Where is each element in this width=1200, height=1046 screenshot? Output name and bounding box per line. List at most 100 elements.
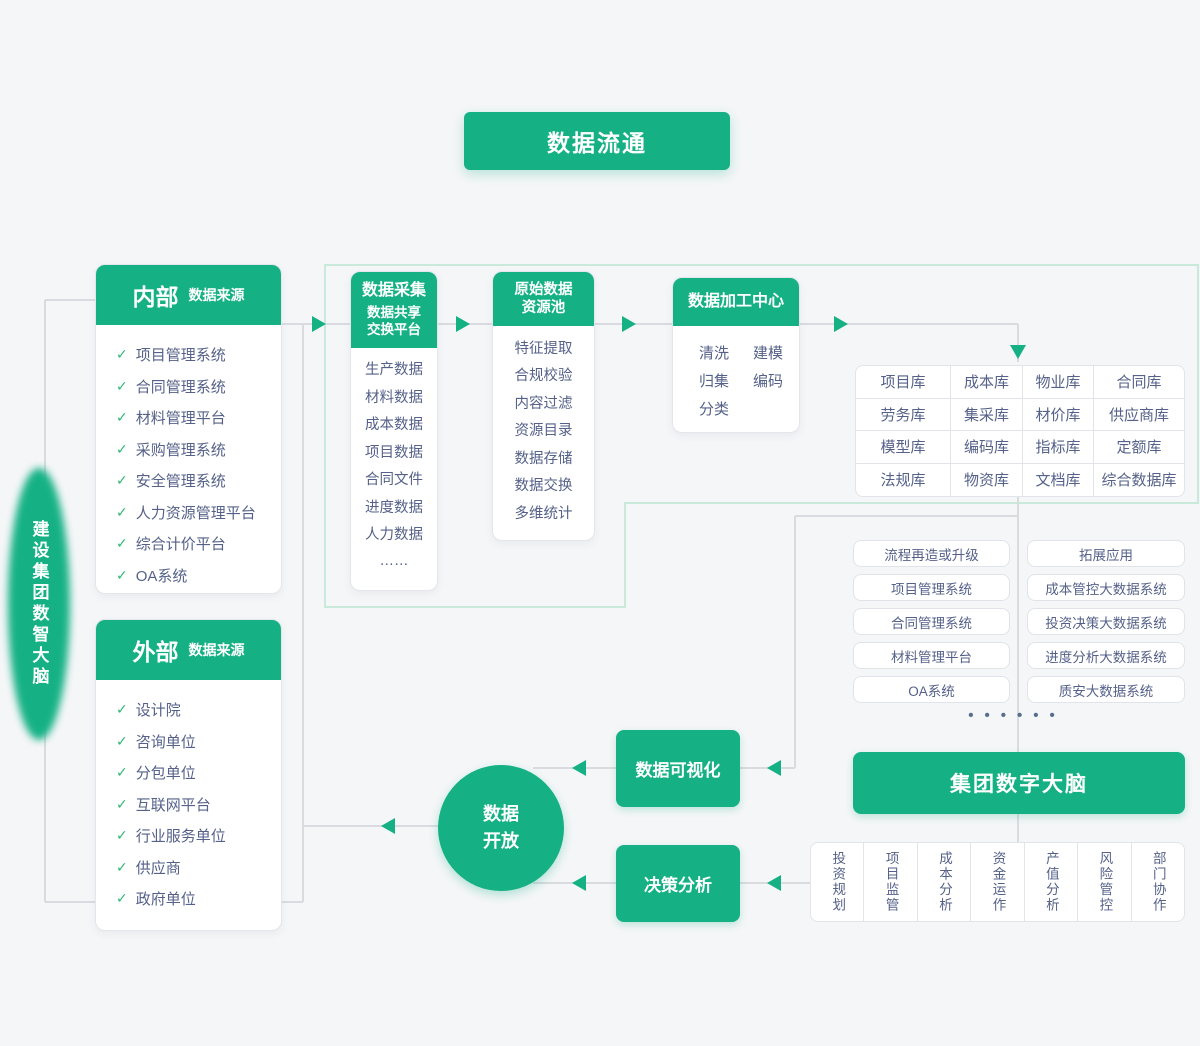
db-cell: 合同库 [1094,366,1184,399]
app-box: 成本管控大数据系统 [1027,574,1185,601]
check-icon: ✓ [116,440,128,457]
list-item: 清洗 [699,344,730,362]
item-label: 设计院 [135,702,181,720]
app-box: 投资决策大数据系统 [1027,608,1185,635]
item-label: 项目管理系统 [135,347,226,365]
item-label: 互联网平台 [135,796,211,814]
check-icon: ✓ [116,409,128,426]
list-item: ✓ 人力资源管理平台 [116,497,281,529]
list-item: 多维统计 [514,505,573,522]
collection-list: 生产数据 材料数据 成本数据 项目数据 合同文件 进度数据 人力数据 …… [351,348,437,579]
list-item: 人力数据 [365,527,423,543]
function-cell: 投资规划 [811,843,865,921]
pool-list: 特征提取 合规校验 内容过滤 资源目录 数据存储 数据交换 多维统计 [493,326,594,530]
db-cell: 物资库 [951,463,1023,496]
app-box: 材料管理平台 [853,642,1010,669]
database-grid: 项目库 成本库 物业库 合同库 劳务库 集采库 材价库 供应商库 模型库 编码库… [855,365,1185,497]
list-item: ✓政府单位 [116,883,281,915]
list-item: ✓ 采购管理系统 [116,434,281,466]
check-icon: ✓ [116,858,128,875]
pool-header: 原始数据 资源池 [493,272,594,327]
item-label: 安全管理系统 [135,473,226,491]
list-item: ✓ 安全管理系统 [116,465,281,497]
app-box: 项目管理系统 [853,574,1010,601]
list-item: ✓ OA系统 [116,560,281,592]
internal-title: 内部 [132,284,179,310]
list-item: 数据存储 [514,450,573,467]
list-item: 项目数据 [365,444,423,461]
raw-data-pool-card: 原始数据 资源池 特征提取 合规校验 内容过滤 资源目录 数据存储 数据交换 多… [492,271,595,541]
page-title: 数据流通 [464,112,730,170]
app-box: OA系统 [853,676,1010,703]
list-item: ✓ 咨询单位 [116,726,281,758]
item-label: 咨询单位 [135,733,196,751]
arrow-right-icon [622,316,636,332]
item-label: 人力资源管理平台 [135,504,256,522]
check-icon: ✓ [116,795,128,812]
function-cell: 资金运作 [971,843,1025,921]
digital-brain-box: 集团数字大脑 [853,752,1185,814]
list-item: 合规校验 [514,368,573,384]
list-item: 内容过滤 [514,395,573,412]
db-cell: 集采库 [951,398,1023,431]
arrow-left-icon [572,875,586,891]
arrow-left-icon [767,875,781,891]
list-item: 分类 [699,400,730,418]
list-item: 建模 [753,344,784,362]
data-open-circle: 数据 开放 [438,765,564,891]
ellipsis-item: …… [379,553,409,569]
group-brain-ellipse [8,468,70,740]
list-item: ✓综合计价平台 [116,528,281,560]
arrow-right-icon [834,316,848,332]
check-icon: ✓ [116,566,128,583]
check-icon: ✓ [116,377,128,394]
data-zone-outline [324,264,1199,608]
function-cell: 项目监管 [864,843,918,921]
functions-panel: 投资规划 项目监管 成本分析 资金运作 产值分析 风险管控 部门协作 [810,842,1185,922]
db-cell: 供应商库 [1094,399,1184,431]
processing-list: 清洗 建模 归集 编码 分类 [673,326,799,428]
db-cell: 定额库 [1094,431,1184,464]
item-label: 行业服务单位 [135,828,226,846]
data-collection-card: 数据采集 数据共享 交换平台 生产数据 材料数据 成本数据 项目数据 合同文件 … [350,271,438,591]
function-cell: 部门协作 [1150,851,1166,913]
list-item: 资源目录 [514,423,573,439]
db-cell: 指标库 [1023,431,1094,464]
list-item: ✓ 设计院 [116,694,281,726]
function-cell: 产值分析 [1025,843,1079,921]
app-box: 合同管理系统 [853,608,1010,635]
list-item: ✓ 项目管理系统 [116,339,281,371]
list-item: 材料数据 [365,389,423,406]
processing-title: 数据加工中心 [687,293,784,310]
item-label: 供应商 [135,859,181,877]
collection-subtitle-line1: 数据共享 [367,305,421,320]
item-label: 采购管理系统 [135,441,226,459]
extended-apps-list: 拓展应用 成本管控大数据系统 投资决策大数据系统 进度分析大数据系统 质安大数据… [1027,540,1185,703]
db-cell: 法规库 [856,463,951,496]
list-item: 进度数据 [365,499,423,516]
list-item: 归集 [699,372,730,390]
db-cell: 文档库 [1023,463,1094,496]
app-box: 质安大数据系统 [1027,676,1185,703]
list-item: 合同文件 [365,472,423,488]
check-icon: ✓ [116,732,128,749]
list-item: ✓ 互联网平台 [116,789,281,821]
check-icon: ✓ [116,472,128,489]
check-icon: ✓ [116,701,128,718]
list-item: ✓材料管理平台 [116,402,281,434]
internal-sources-panel: 内部 数据来源 ✓项目管理系统 ✓合同管理系统 ✓材料管理平台 ✓采购管理系统 … [95,264,282,594]
external-header: 外部 数据来源 [96,620,281,680]
item-label: OA系统 [135,567,188,585]
internal-subtitle: 数据来源 [188,287,245,303]
check-icon: ✓ [116,535,128,552]
db-cell: 劳务库 [856,398,951,431]
ellipsis-dots: •••••• [968,707,1066,724]
external-sources-panel: 外部 数据来源 ✓设计院 ✓咨询单位 ✓分包单位 ✓互联网平台 ✓行业服务单位 … [95,619,282,931]
collection-subtitle-line2: 交换平台 [367,321,421,337]
check-icon: ✓ [116,346,128,363]
item-label: 合同管理系统 [135,378,226,396]
check-icon: ✓ [116,503,128,520]
list-item: 编码 [753,372,784,390]
list-item: 成本数据 [365,417,423,433]
